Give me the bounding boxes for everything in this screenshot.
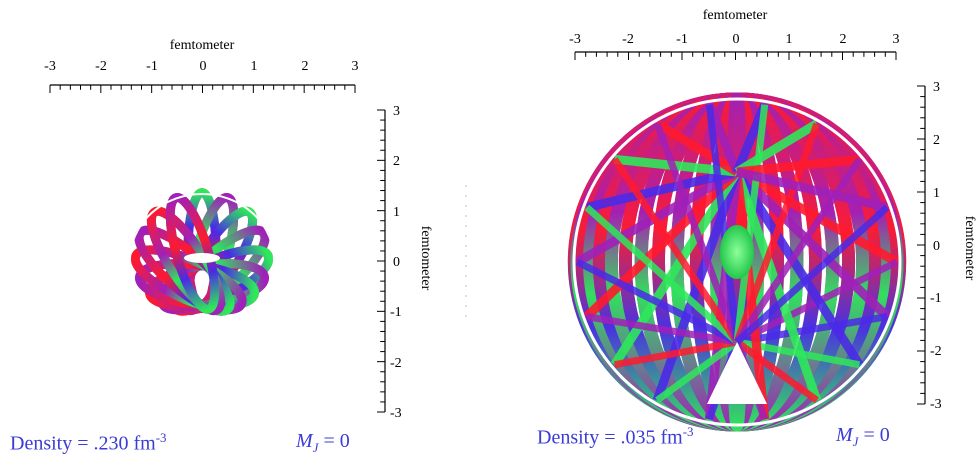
sphere-fan-band bbox=[734, 157, 863, 344]
sphere-fan-band bbox=[733, 169, 864, 368]
sphere-fan-band bbox=[734, 119, 820, 176]
left-mj-symbol: M bbox=[296, 430, 313, 452]
left-x-tick-label: 0 bbox=[200, 59, 207, 74]
right-y-tick-label: 0 bbox=[933, 239, 940, 254]
right-top-axis: femtometer -3 -2 -1 0 1 2 3 bbox=[569, 8, 900, 60]
right-y-tick-label: 1 bbox=[933, 186, 940, 201]
sphere-fan-band bbox=[733, 168, 891, 320]
right-density-exponent: -3 bbox=[682, 424, 694, 439]
sphere-fan-band bbox=[613, 338, 738, 369]
left-y-tick-label: -1 bbox=[390, 305, 402, 320]
torus-density-shape bbox=[129, 188, 275, 327]
right-y-tick-label: -3 bbox=[930, 397, 942, 412]
right-y-tick-label: -1 bbox=[930, 291, 942, 306]
right-mj-subscript: J bbox=[852, 434, 859, 449]
left-y-tick-label: -3 bbox=[390, 406, 402, 421]
sphere-fan-band bbox=[575, 258, 739, 346]
left-x-tick-label: 1 bbox=[251, 59, 258, 74]
sphere-fan-band bbox=[584, 204, 740, 345]
sphere-outline bbox=[572, 97, 902, 427]
sphere-fan-band bbox=[736, 154, 860, 177]
right-x-tick-label: 3 bbox=[893, 32, 900, 47]
left-right-axis-title: femtometer bbox=[418, 226, 433, 291]
torus-outline bbox=[129, 193, 275, 327]
sphere-fan-band bbox=[733, 122, 821, 344]
right-x-tick-label: 0 bbox=[733, 32, 740, 47]
sphere-fan-band bbox=[734, 339, 819, 404]
right-right-axis: 3 2 1 0 -1 -2 -3 femtometer bbox=[917, 80, 977, 412]
sphere-fan-band bbox=[733, 104, 769, 343]
left-y-tick-label: 2 bbox=[393, 154, 400, 169]
right-y-tick-label: -2 bbox=[930, 344, 942, 359]
sphere-fan-band bbox=[585, 167, 739, 212]
right-y-tick-label: 2 bbox=[933, 133, 940, 148]
right-x-tick-label: 1 bbox=[786, 32, 793, 47]
sphere-fan-band bbox=[583, 168, 741, 320]
right-density-caption: Density = .035 fm-3 bbox=[537, 424, 694, 450]
right-y-tick-label: 3 bbox=[933, 80, 940, 95]
left-x-tick-label: -1 bbox=[146, 59, 158, 74]
right-top-axis-title: femtometer bbox=[703, 8, 768, 23]
sphere-fan-band bbox=[734, 204, 890, 345]
sphere-fan-band bbox=[611, 157, 740, 344]
sphere-fan-band bbox=[705, 104, 741, 343]
right-right-axis-title: femtometer bbox=[962, 216, 977, 281]
right-mj-value: = 0 bbox=[858, 424, 890, 446]
right-x-tick-label: -1 bbox=[676, 32, 688, 47]
left-density-text: Density = .230 fm bbox=[10, 432, 156, 455]
sphere-fan-band bbox=[610, 169, 741, 368]
left-density-caption: Density = .230 fm-3 bbox=[10, 430, 167, 456]
left-x-tick-label: -3 bbox=[44, 59, 56, 74]
torus-band bbox=[146, 206, 226, 316]
sphere-core bbox=[720, 225, 754, 279]
right-x-tick-label: -2 bbox=[622, 32, 634, 47]
torus-hole bbox=[184, 253, 220, 263]
sphere-fan-band bbox=[654, 119, 740, 176]
left-y-tick-label: 3 bbox=[393, 104, 400, 119]
left-top-axis-title: femtometer bbox=[170, 38, 235, 53]
left-mj-value: = 0 bbox=[318, 430, 350, 452]
left-density-exponent: -3 bbox=[155, 430, 167, 445]
left-x-tick-label: 3 bbox=[352, 59, 359, 74]
left-y-tick-label: 1 bbox=[393, 205, 400, 220]
left-y-tick-label: 0 bbox=[393, 255, 400, 270]
left-x-tick-label: -2 bbox=[95, 59, 107, 74]
left-mj-label: MJ = 0 bbox=[296, 430, 350, 456]
right-x-tick-label: 2 bbox=[840, 32, 847, 47]
sphere-density-shape bbox=[567, 92, 907, 432]
left-top-axis: femtometer -3 -2 -1 0 1 2 3 bbox=[44, 38, 359, 93]
sphere-fan-band bbox=[735, 167, 889, 212]
sphere-bottom-notch bbox=[707, 342, 767, 404]
left-right-axis: 3 2 1 0 -1 -2 -3 femtometer bbox=[377, 104, 433, 421]
left-y-tick-label: -2 bbox=[390, 356, 402, 371]
right-density-text: Density = .035 fm bbox=[537, 426, 683, 449]
right-mj-label: MJ = 0 bbox=[836, 424, 890, 450]
sphere-fan-band bbox=[653, 122, 741, 344]
right-mj-symbol: M bbox=[836, 424, 853, 446]
left-x-tick-label: 2 bbox=[302, 59, 309, 74]
sphere-fan-band bbox=[655, 339, 740, 404]
sphere-fan-band bbox=[586, 313, 738, 346]
sphere-fan-band bbox=[736, 313, 888, 346]
left-mj-subscript: J bbox=[312, 440, 319, 455]
right-x-tick-label: -3 bbox=[569, 32, 581, 47]
